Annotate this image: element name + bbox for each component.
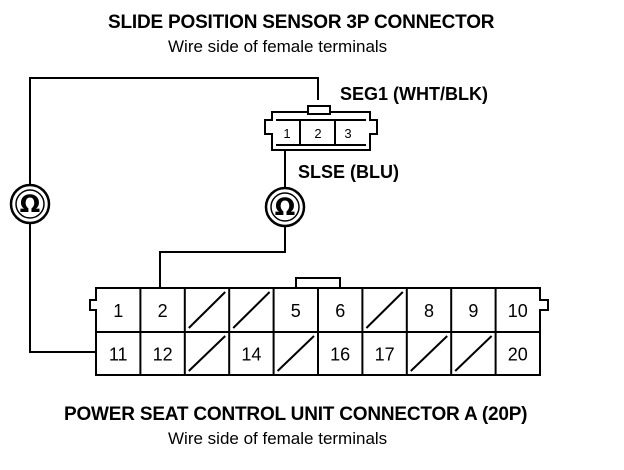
terminal-1: 1: [113, 301, 123, 321]
unused-cavity-slash: [454, 335, 493, 372]
slse-wire-label: SLSE (BLU): [298, 162, 399, 182]
sensor-terminal-2: 2: [314, 126, 321, 141]
seg1-wire-label: SEG1 (WHT/BLK): [340, 84, 488, 104]
ohmmeter-left-icon: Ω: [9, 183, 51, 225]
terminal-9: 9: [468, 301, 478, 321]
terminal-20: 20: [508, 345, 528, 365]
terminal-17: 17: [375, 345, 395, 365]
unused-cavity-slash: [276, 335, 315, 372]
top-connector-title: SLIDE POSITION SENSOR 3P CONNECTOR: [108, 12, 495, 33]
top-connector-subtitle: Wire side of female terminals: [168, 37, 388, 56]
terminal-6: 6: [335, 301, 345, 321]
connector-20p-grid: [139, 288, 497, 375]
unused-cavity-slash: [188, 291, 226, 329]
wire-ohm-right-to-2: [159, 226, 286, 288]
ohm-left-symbol: Ω: [20, 190, 40, 218]
terminal-14: 14: [241, 345, 261, 365]
terminal-12: 12: [153, 345, 173, 365]
sensor-3p-connector: [264, 105, 378, 151]
terminal-8: 8: [424, 301, 434, 321]
unused-cavity-slash: [410, 335, 448, 372]
wire-ohm-left-to-11: [29, 223, 96, 353]
sensor-terminal-1: 1: [283, 126, 290, 141]
wire-seg1-to-11: [29, 77, 319, 185]
terminal-11: 11: [109, 345, 128, 365]
bottom-connector-subtitle: Wire side of female terminals: [168, 429, 388, 448]
unused-cavity-slash: [365, 291, 404, 329]
unused-cavity-slash: [188, 335, 226, 372]
terminal-5: 5: [291, 301, 301, 321]
terminal-10: 10: [508, 301, 528, 321]
bottom-connector-title: POWER SEAT CONTROL UNIT CONNECTOR A (20P…: [64, 404, 528, 425]
ohmmeter-right-icon: Ω: [264, 186, 306, 228]
ohm-right-symbol: Ω: [275, 193, 295, 221]
unused-cavity-slash: [232, 291, 271, 329]
terminal-16: 16: [330, 345, 350, 365]
terminal-2: 2: [158, 301, 168, 321]
sensor-terminal-3: 3: [344, 126, 351, 141]
